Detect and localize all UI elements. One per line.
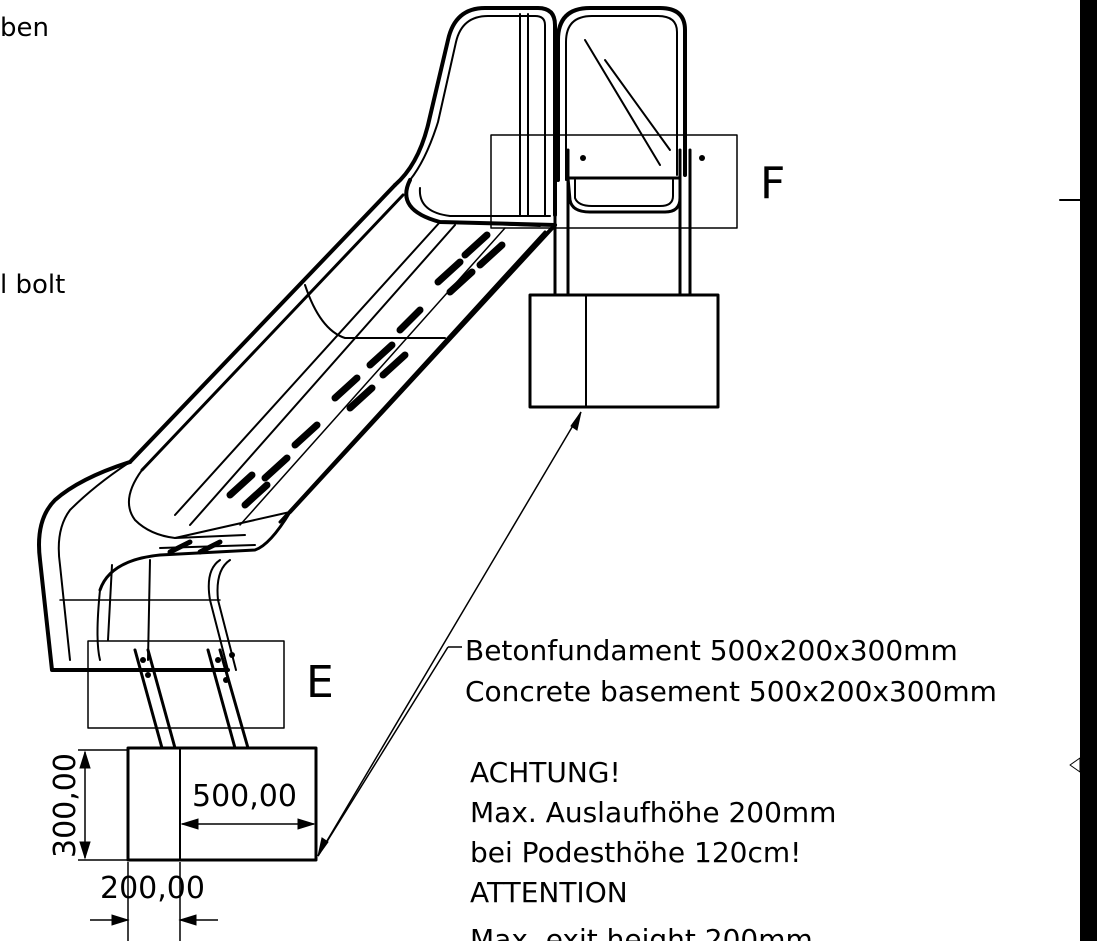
warning-title-de: ACHTUNG! <box>470 756 621 789</box>
dimension-length-label: 500,00 <box>192 779 297 814</box>
foundation-label-de: Betonfundament 500x200x300mm <box>465 634 958 667</box>
detail-e-label: E <box>306 657 334 708</box>
slide-body <box>37 6 738 672</box>
clipped-text-top: ben <box>0 13 49 43</box>
foundation-bottom <box>126 746 318 862</box>
warning-line2-de: bei Podesthöhe 120cm! <box>470 836 801 869</box>
drawing-frame <box>1059 0 1097 941</box>
leader-lines <box>317 411 582 857</box>
detail-e-box <box>87 640 285 729</box>
foundation-label-en: Concrete basement 500x200x300mm <box>465 675 997 708</box>
support-legs <box>133 148 705 750</box>
dimension-height-label: 300,00 <box>48 753 83 858</box>
foundation-top <box>528 293 720 409</box>
clipped-text-mid: l bolt <box>0 270 65 300</box>
warning-line1-de: Max. Auslaufhöhe 200mm <box>470 796 836 829</box>
chute-slots <box>226 231 506 509</box>
detail-f-label: F <box>760 158 785 209</box>
warning-line1-en: Max. exit height 200mm <box>470 923 813 941</box>
detail-f-box <box>490 134 738 229</box>
dimension-lines <box>78 749 316 941</box>
warning-title-en: ATTENTION <box>470 876 628 909</box>
dimension-width-label: 200,00 <box>100 871 205 906</box>
